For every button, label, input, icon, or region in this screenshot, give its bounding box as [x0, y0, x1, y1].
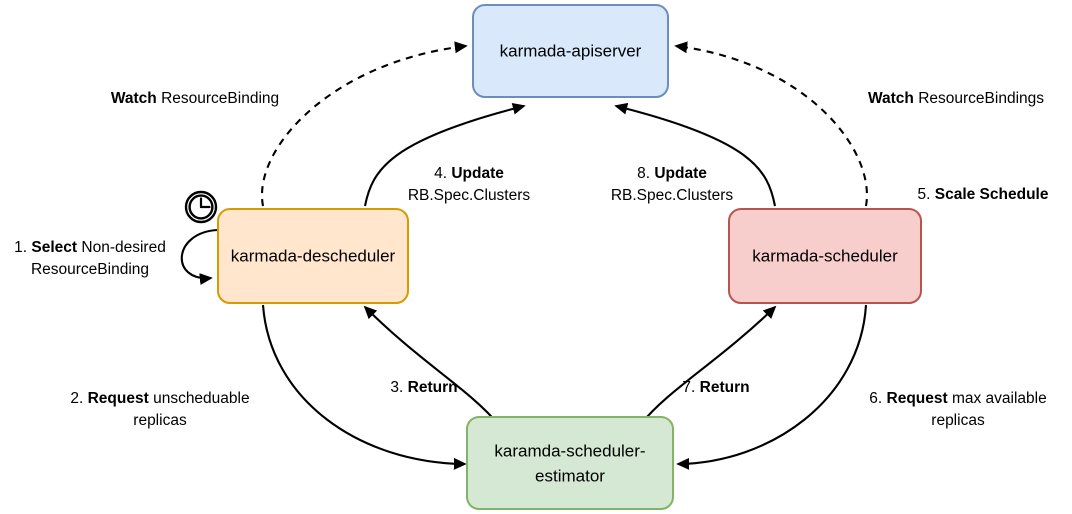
node-karmada-apiserver[interactable]: karmada-apiserver: [472, 4, 669, 98]
edge-label-step7-prefix: 7.: [682, 379, 699, 396]
node-scheduler-label: karmada-scheduler: [752, 246, 898, 265]
node-estimator-box: [466, 416, 674, 510]
node-karmada-descheduler[interactable]: karmada-descheduler: [217, 208, 409, 304]
edge-label-watch-right-bold: Watch: [868, 90, 914, 107]
edge-descheduler-update-apiserver: [363, 102, 526, 207]
edge-label-step4-bold: Update: [451, 165, 504, 182]
edge-label-step5: 5. Scale Schedule: [918, 186, 1049, 203]
edge-label-step2-bold: Request: [88, 390, 149, 407]
edge-scheduler-update-apiserver: [614, 102, 777, 207]
node-apiserver-box: [472, 4, 669, 98]
edge-label-watch-left: Watch ResourceBinding: [111, 90, 279, 107]
edge-descheduler-self-select: [180, 228, 219, 286]
edge-label-step2-line1: 2. Request unscheduable: [70, 390, 249, 407]
node-apiserver-label: karmada-apiserver: [500, 41, 642, 60]
edge-label-step6-rest: max available: [948, 390, 1047, 407]
edge-label-step1-prefix: 1.: [14, 239, 31, 256]
edge-label-watch-right-rest: ResourceBindings: [914, 90, 1044, 107]
edge-label-step3: 3. Return: [390, 379, 457, 396]
node-scheduler-box: [728, 208, 922, 304]
edge-descheduler-request-estimator: [261, 304, 467, 470]
edge-label-step4-line2: RB.Spec.Clusters: [408, 187, 531, 204]
edge-label-step5-bold: Scale Schedule: [935, 186, 1049, 203]
edge-estimator-return-scheduler: [640, 305, 777, 425]
edge-label-watch-left-bold: Watch: [111, 90, 157, 107]
edge-label-step2-line2: replicas: [133, 412, 187, 429]
edge-label-step7: 7. Return: [682, 379, 749, 396]
edge-label-step8-bold: Update: [654, 165, 707, 182]
edge-label-step4-prefix: 4.: [434, 165, 451, 182]
node-karmada-scheduler-estimator[interactable]: karamda-scheduler- estimator: [466, 416, 674, 510]
edge-label-step1-line1: 1. Select Non-desired: [14, 239, 166, 256]
node-karmada-scheduler[interactable]: karmada-scheduler: [728, 208, 922, 304]
edge-label-step6-line1: 6. Request max available: [869, 390, 1046, 407]
edge-label-step3-bold: Return: [408, 379, 458, 396]
edge-estimator-return-descheduler: [363, 305, 499, 425]
edge-label-step6-line2: replicas: [931, 412, 985, 429]
edge-label-step1-rest: Non-desired: [77, 239, 166, 256]
edge-label-step1-line2: ResourceBinding: [31, 261, 149, 278]
edge-label-step5-prefix: 5.: [918, 186, 935, 203]
edge-scheduler-request-estimator: [676, 304, 868, 470]
edge-label-step8-line1: 8. Update: [637, 165, 707, 182]
edge-label-step8-line2: RB.Spec.Clusters: [611, 187, 734, 204]
edge-label-step3-prefix: 3.: [390, 379, 407, 396]
edge-label-step1-bold: Select: [31, 239, 77, 256]
edge-label-watch-right: Watch ResourceBindings: [868, 90, 1044, 107]
clock-icon: [184, 190, 218, 224]
edge-label-step6-bold: Request: [887, 390, 948, 407]
edge-label-step8-prefix: 8.: [637, 165, 654, 182]
edge-label-step4-line1: 4. Update: [434, 165, 504, 182]
edge-label-step6-prefix: 6.: [869, 390, 886, 407]
edge-label-step2-rest: unscheduable: [149, 390, 250, 407]
node-estimator-label-line1: karamda-scheduler-: [494, 441, 645, 460]
node-descheduler-box: [217, 208, 409, 304]
edge-label-step7-bold: Return: [700, 379, 750, 396]
edge-label-step2-prefix: 2.: [70, 390, 87, 407]
node-estimator-label-line2: estimator: [535, 466, 605, 485]
edge-label-watch-left-rest: ResourceBinding: [157, 90, 279, 107]
node-descheduler-label: karmada-descheduler: [231, 246, 396, 265]
edge-descheduler-watch-apiserver: [260, 41, 468, 207]
edge-scheduler-watch-apiserver: [674, 41, 868, 207]
